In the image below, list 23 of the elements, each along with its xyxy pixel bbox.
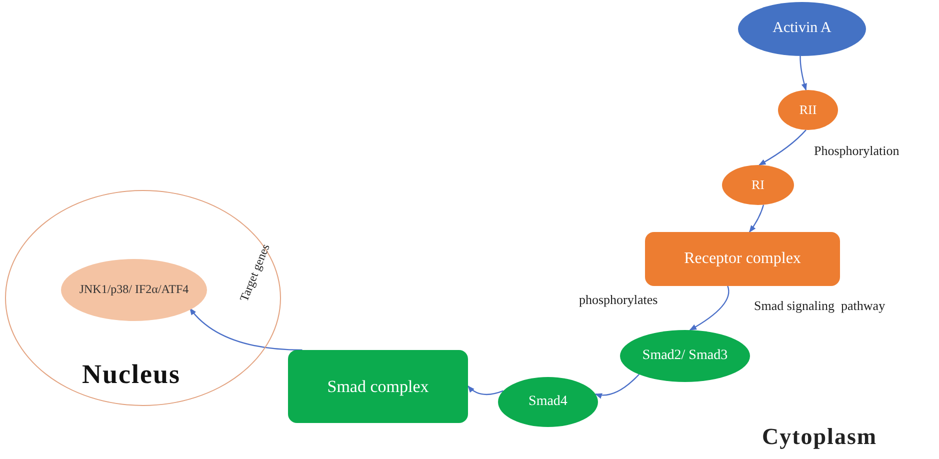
node-label: Smad2/ Smad3: [642, 348, 728, 364]
arrow: [758, 130, 806, 166]
edge-label: Phosphorylation: [812, 143, 902, 159]
complex-box: [288, 350, 468, 423]
node-label: Smad4: [528, 394, 568, 410]
arrow: [689, 286, 730, 331]
nucleus-circle: [5, 190, 281, 406]
arrow: [468, 386, 504, 396]
edge-label: Target genes: [236, 240, 274, 306]
node-label: Activin A: [772, 20, 832, 38]
node-label: JNK1/p38/ IF2α/ATF4: [79, 283, 189, 297]
edge-label: phosphorylates: [577, 292, 660, 308]
arrow: [749, 204, 764, 233]
compartment-label: Nucleus: [82, 359, 181, 390]
node-label: RII: [799, 102, 817, 118]
node-label: RI: [752, 178, 764, 192]
arrow: [594, 374, 640, 398]
arrow: [800, 56, 807, 91]
node-label: Receptor complex: [684, 250, 801, 268]
free-label: Smad signaling pathway: [752, 298, 888, 314]
complex-box: [645, 232, 840, 286]
arrow: [190, 308, 302, 351]
node-label: Smad complex: [327, 376, 429, 396]
